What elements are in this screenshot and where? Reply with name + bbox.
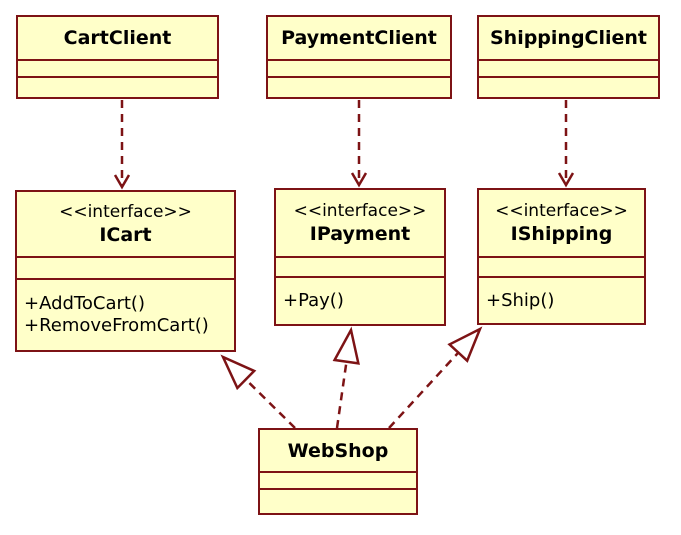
interface-box-ishipping: <<interface>> IShipping +Ship() xyxy=(477,188,646,325)
cartclient-attributes-compartment xyxy=(18,59,217,76)
realization-webshop-ipayment xyxy=(332,326,360,429)
webshop-operations-compartment xyxy=(260,488,416,513)
realization-webshop-icart xyxy=(220,354,296,429)
cartclient-operations-compartment xyxy=(18,76,217,97)
webshop-class-name: WebShop xyxy=(287,439,389,462)
ishipping-class-name: IShipping xyxy=(510,223,613,245)
shippingclient-class-name: ShippingClient xyxy=(489,27,648,49)
ishipping-attributes-compartment xyxy=(479,256,644,276)
icart-operations-compartment: +AddToCart() +RemoveFromCart() xyxy=(17,278,234,350)
shippingclient-operations-compartment xyxy=(479,76,658,97)
interface-box-icart: <<interface>> ICart +AddToCart() +Remove… xyxy=(15,190,236,352)
icart-stereotype: <<interface>> xyxy=(59,202,192,222)
ishipping-name-compartment: <<interface>> IShipping xyxy=(479,190,644,256)
ishipping-operation-ship: +Ship() xyxy=(486,289,555,311)
paymentclient-name-compartment: PaymentClient xyxy=(268,17,450,59)
icart-operation-addtocart: +AddToCart() xyxy=(24,293,145,314)
ipayment-name-compartment: <<interface>> IPayment xyxy=(276,190,444,256)
ipayment-attributes-compartment xyxy=(276,256,444,276)
cartclient-class-name: CartClient xyxy=(63,27,172,49)
icart-name-compartment: <<interface>> ICart xyxy=(17,192,234,256)
realization-webshop-ishipping xyxy=(388,326,483,429)
icart-class-name: ICart xyxy=(99,224,152,246)
class-box-paymentclient: PaymentClient xyxy=(266,15,452,99)
paymentclient-attributes-compartment xyxy=(268,59,450,76)
icart-operation-removefromcart: +RemoveFromCart() xyxy=(24,315,209,336)
ipayment-operation-pay: +Pay() xyxy=(283,290,344,311)
ipayment-stereotype: <<interface>> xyxy=(293,201,427,221)
paymentclient-class-name: PaymentClient xyxy=(281,27,437,49)
ishipping-stereotype: <<interface>> xyxy=(495,201,628,221)
class-box-cartclient: CartClient xyxy=(16,15,219,99)
paymentclient-operations-compartment xyxy=(268,76,450,97)
icart-attributes-compartment xyxy=(17,256,234,278)
ipayment-operations-compartment: +Pay() xyxy=(276,276,444,324)
cartclient-name-compartment: CartClient xyxy=(18,17,217,59)
interface-box-ipayment: <<interface>> IPayment +Pay() xyxy=(274,188,446,326)
class-box-webshop: WebShop xyxy=(258,428,418,515)
class-box-shippingclient: ShippingClient xyxy=(477,15,660,99)
shippingclient-attributes-compartment xyxy=(479,59,658,76)
webshop-attributes-compartment xyxy=(260,471,416,488)
ipayment-class-name: IPayment xyxy=(309,223,411,245)
webshop-name-compartment: WebShop xyxy=(260,430,416,471)
shippingclient-name-compartment: ShippingClient xyxy=(479,17,658,59)
ishipping-operations-compartment: +Ship() xyxy=(479,276,644,323)
